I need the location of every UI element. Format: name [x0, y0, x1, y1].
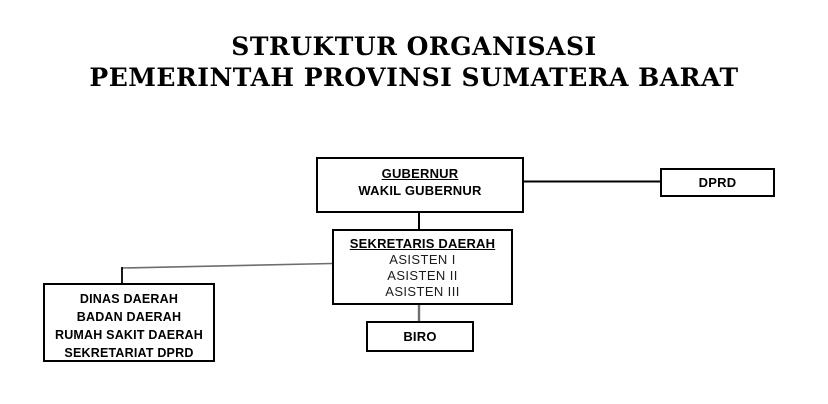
badan-daerah-label: BADAN DAERAH: [76, 310, 182, 324]
biro-box: BIRO: [366, 321, 474, 352]
sekretariat-dprd-label: SEKRETARIAT DPRD: [64, 346, 194, 360]
page-title: STRUKTUR ORGANISASI PEMERINTAH PROVINSI …: [0, 31, 828, 93]
biro-label: BIRO: [403, 329, 437, 344]
dprd-box: DPRD: [660, 168, 775, 197]
connector-sekretaris-dinas-horizontal: [121, 262, 333, 269]
gubernur-box: GUBERNUR WAKIL GUBERNUR: [316, 157, 524, 213]
rumah-sakit-daerah-label: RUMAH SAKIT DAERAH: [54, 328, 204, 342]
dinas-daerah-box: DINAS DAERAH BADAN DAERAH RUMAH SAKIT DA…: [43, 283, 215, 362]
gubernur-label: GUBERNUR: [381, 166, 459, 181]
title-line-2: PEMERINTAH PROVINSI SUMATERA BARAT: [89, 63, 739, 92]
sekretaris-daerah-label: SEKRETARIS DAERAH: [349, 236, 496, 251]
asisten-3-label: ASISTEN III: [385, 284, 460, 299]
asisten-1-label: ASISTEN I: [389, 252, 456, 267]
title-line-1: STRUKTUR ORGANISASI: [231, 32, 597, 61]
dprd-label: DPRD: [698, 175, 737, 190]
sekretaris-daerah-box: SEKRETARIS DAERAH ASISTEN I ASISTEN II A…: [332, 229, 513, 305]
asisten-2-label: ASISTEN II: [387, 268, 458, 283]
dinas-daerah-label: DINAS DAERAH: [79, 292, 179, 306]
wakil-gubernur-label: WAKIL GUBERNUR: [358, 183, 482, 198]
